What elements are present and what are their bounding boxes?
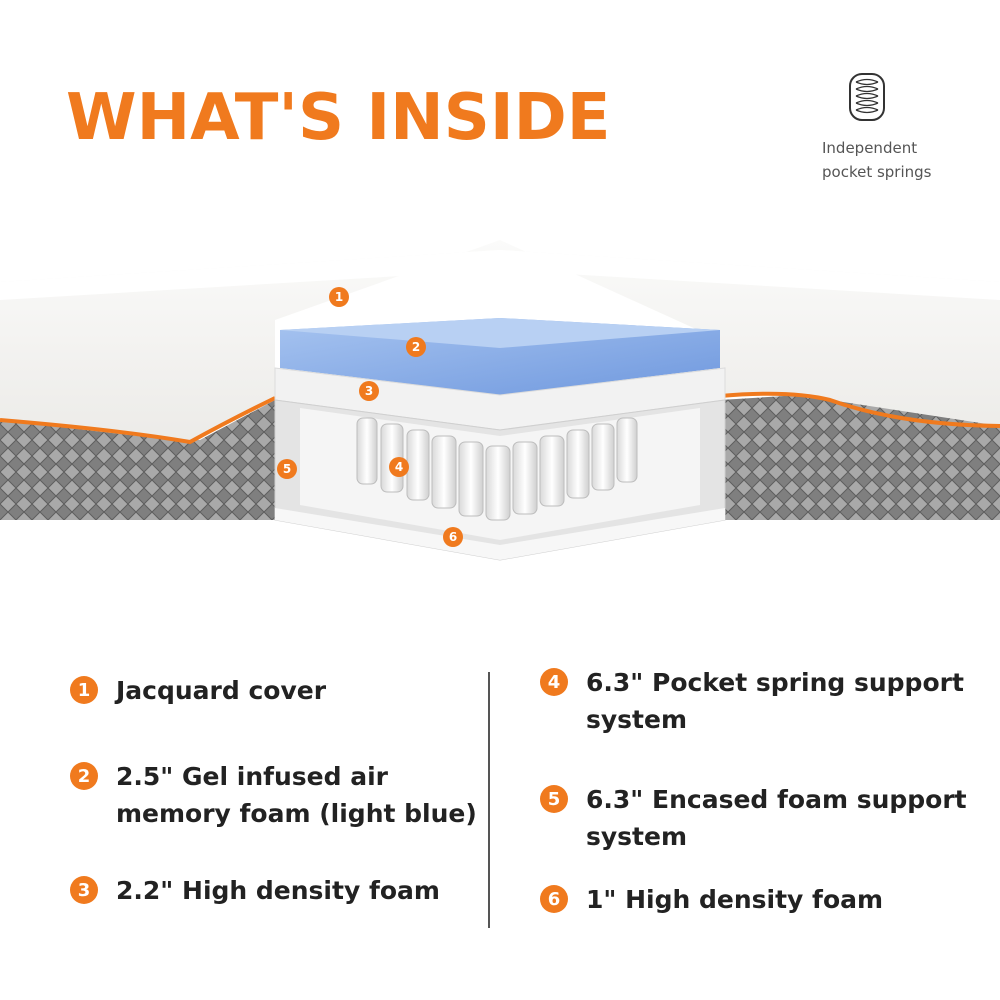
layer-label: 6.3" Pocket spring support system [586, 668, 964, 734]
cover-top-face [0, 250, 1000, 300]
knit-base-left [0, 400, 275, 520]
layer-label: 1" High density foam [586, 885, 884, 914]
layer-badge: 1 [70, 676, 98, 704]
callout-2: 2 [406, 337, 426, 357]
layer-badge: 5 [540, 785, 568, 813]
orange-piping-left [0, 396, 276, 445]
orange-piping-right [719, 391, 1000, 428]
callout-3: 3 [359, 381, 379, 401]
layer-item-2: 2 2.5" Gel infused air memory foam (ligh… [70, 758, 477, 832]
mattress-cutaway-illustration [0, 240, 1000, 561]
layer-badge: 6 [540, 885, 568, 913]
callout-4: 4 [389, 457, 409, 477]
layer-label: 2.5" Gel infused air memory foam (light … [116, 762, 477, 828]
layer-item-1: 1 Jacquard cover [70, 672, 326, 709]
jacquard-cover [0, 240, 1000, 442]
layer-label: 2.2" High density foam [116, 876, 440, 905]
spring-legend-caption: Independent pocket springs [822, 136, 962, 184]
layer-item-4: 4 6.3" Pocket spring support system [540, 664, 964, 738]
layer-item-5: 5 6.3" Encased foam support system [540, 781, 967, 855]
callout-6: 6 [443, 527, 463, 547]
callout-5: 5 [277, 459, 297, 479]
pocket-spring-icon [849, 73, 885, 121]
callout-1: 1 [329, 287, 349, 307]
layer-badge: 3 [70, 876, 98, 904]
column-divider [488, 672, 490, 928]
spring-legend-line2: pocket springs [822, 163, 932, 181]
layer-label: 6.3" Encased foam support system [586, 785, 967, 851]
knit-base-right [720, 395, 1000, 520]
spring-legend-line1: Independent [822, 139, 918, 157]
gel-layer-top [280, 318, 720, 348]
page-title: WHAT'S INSIDE [66, 81, 611, 155]
layer-item-3: 3 2.2" High density foam [70, 872, 440, 909]
layer-label: Jacquard cover [116, 676, 327, 705]
layer-badge: 4 [540, 668, 568, 696]
base-foam-layer [275, 508, 725, 560]
layer-item-6: 6 1" High density foam [540, 881, 883, 918]
layer-badge: 2 [70, 762, 98, 790]
